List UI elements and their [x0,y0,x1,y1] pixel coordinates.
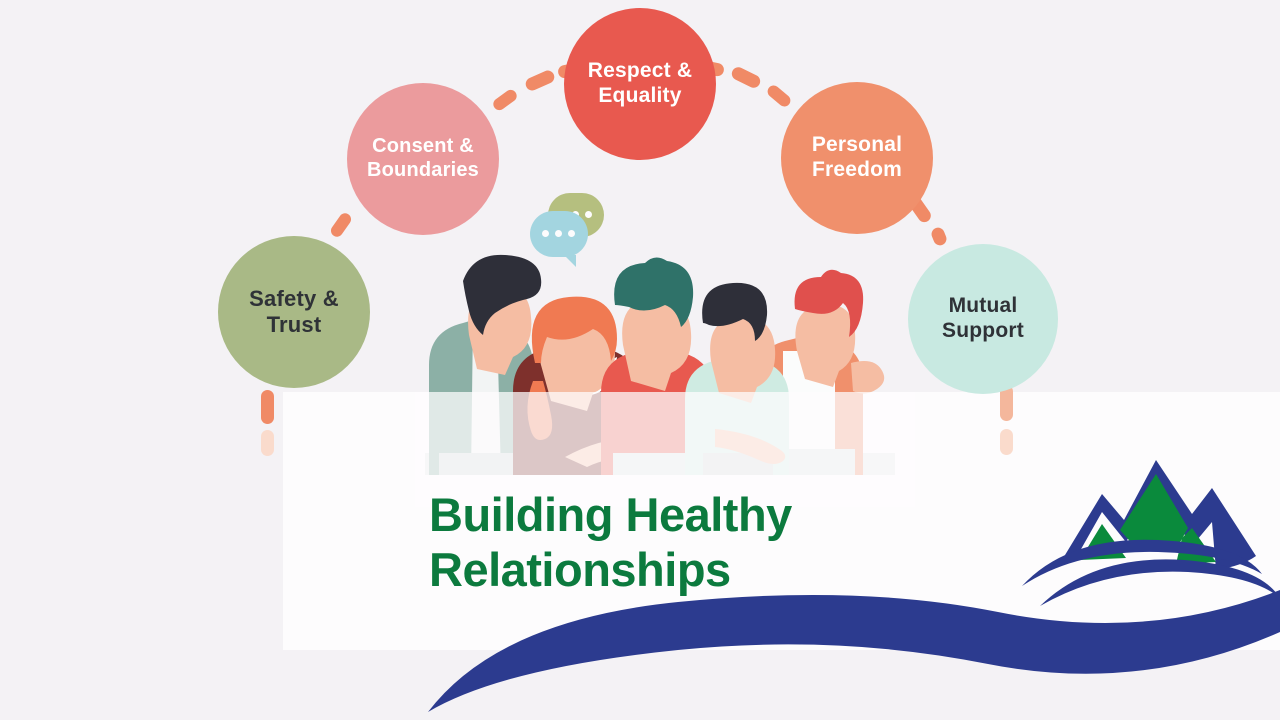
connector-dash [1000,429,1013,455]
concept-label-safety-trust: Safety & Trust [249,286,339,337]
connector-dash [765,83,793,109]
speech-bubble-blue-icon [530,211,588,267]
concept-label-personal-freedom: Personal Freedom [811,133,903,181]
concept-label-mutual-support: Mutual Support [942,294,1024,342]
connector-dash [328,210,354,240]
connector-dash [261,390,274,424]
concept-circle-consent-boundaries[interactable]: Consent & Boundaries [347,83,499,235]
connector-dash [929,225,949,248]
concept-label-consent-boundaries: Consent & Boundaries [366,135,480,181]
concept-circle-respect-equality[interactable]: Respect & Equality [564,8,716,160]
person-fourth [685,282,789,475]
concept-circle-mutual-support[interactable]: Mutual Support [908,244,1058,394]
concept-circle-personal-freedom[interactable]: Personal Freedom [781,82,933,234]
people-illustration [425,254,895,475]
slide-title: Building Healthy Relationships [429,488,792,597]
mountain-range-logo-icon [1022,460,1280,606]
bottom-wave-swoosh [428,572,1280,712]
connector-dash [1000,385,1013,421]
connector-dash [261,430,274,456]
connector-dash [490,87,520,113]
connector-dash [523,68,557,93]
concept-circle-safety-trust[interactable]: Safety & Trust [218,236,370,388]
concept-label-respect-equality: Respect & Equality [587,59,693,107]
connector-dash [729,65,763,90]
